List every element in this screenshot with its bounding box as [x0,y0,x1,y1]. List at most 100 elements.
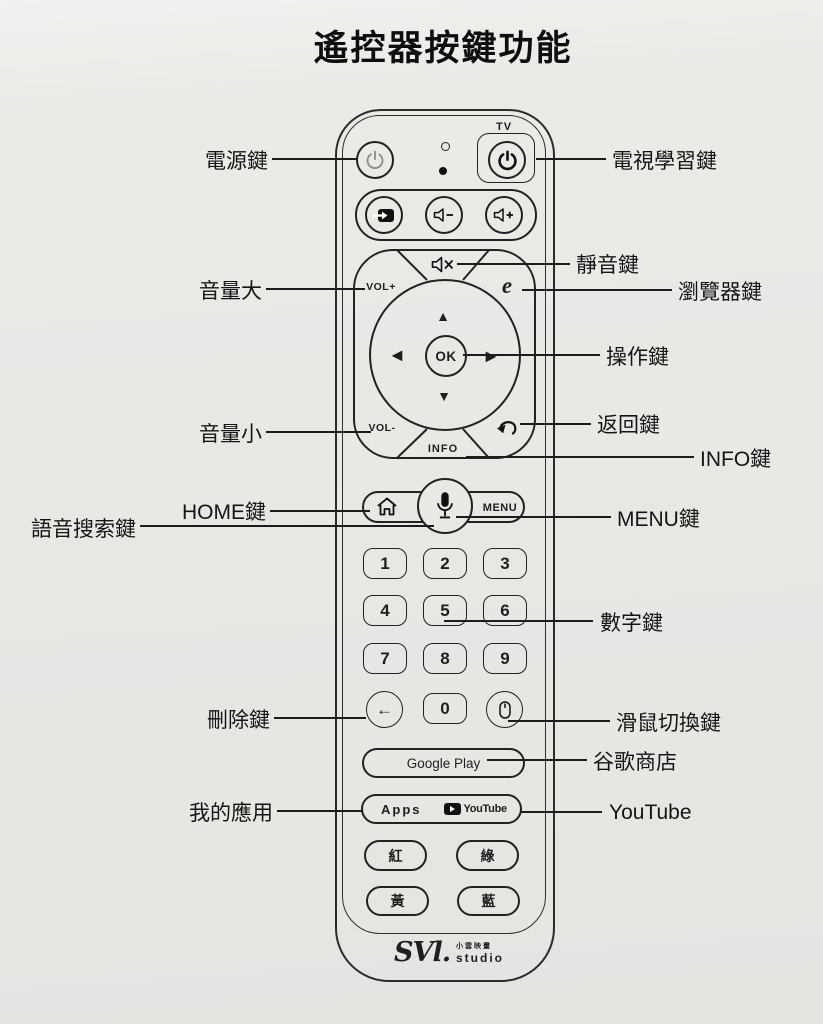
power-button [356,141,394,179]
leader-line-tv-learn [536,158,606,160]
mouse-icon [498,700,511,719]
vol-minus-label: VOL- [368,422,396,434]
digit-7-button: 7 [363,643,407,674]
leader-line-volume-down [266,431,371,433]
digit-4-label: 4 [380,600,390,620]
leader-line-google-store [487,759,587,761]
yellow-button: 黃 [366,886,429,916]
tv-power-button [488,141,526,179]
label-delete-key: 刪除鍵 [207,709,270,732]
dpad-right-arrow: ▶ [486,348,497,365]
google-play-button: Google Play [362,748,525,778]
digit-6-label: 6 [500,600,510,620]
blue-button-label: 藍 [481,893,496,909]
leader-line-back [520,423,591,425]
label-info-key: INFO鍵 [700,448,772,471]
label-volume-down: 音量小 [199,423,262,446]
digit-2-button: 2 [423,548,467,579]
green-button: 綠 [456,840,519,871]
leader-line-info [466,456,694,458]
brand-logo-mark: SVl. [394,937,451,968]
back-arrow-icon [497,421,517,435]
leader-line-delete [274,717,366,719]
source-button [365,196,403,234]
indicator-led-filled [439,167,447,175]
youtube-button: YouTube [443,803,508,815]
digit-3-button: 3 [483,548,527,579]
digit-9-label: 9 [500,648,510,668]
red-button-label: 紅 [388,847,403,864]
label-tv-learn-key: 電視學習鍵 [612,150,717,173]
speaker-minus-icon [433,208,453,222]
ok-label: OK [435,348,457,364]
leader-line-home [270,510,370,512]
leader-line-mute [457,263,570,265]
green-button-label: 綠 [480,847,495,864]
source-input-icon [373,208,394,222]
leader-line-volume-up [266,288,365,290]
info-button-label: INFO [427,443,459,455]
leader-line-browser [522,289,672,291]
label-voice-search-key: 語音搜索鍵 [31,518,136,541]
speaker-plus-icon [493,208,513,222]
digit-5-button: 5 [423,595,467,626]
google-play-label: Google Play [406,755,481,771]
youtube-wordmark: YouTube [463,803,508,815]
digit-8-label: 8 [440,648,450,668]
leader-line-voice-search [140,525,434,527]
label-google-store: 谷歌商店 [593,751,677,774]
digit-1-label: 1 [380,553,390,573]
digit-7-label: 7 [380,648,390,668]
home-button [376,496,398,517]
label-browser-key: 瀏覽器鍵 [678,281,762,304]
digit-8-button: 8 [423,643,467,674]
voice-search-button [417,478,473,534]
dpad-up-arrow: ▲ [436,308,450,324]
label-my-apps: 我的應用 [189,802,273,825]
brand-logo-cjk: 小雲映畫 [456,943,492,950]
tv-group-label: TV [493,121,516,133]
label-youtube: YouTube [609,801,692,824]
label-mouse-toggle-key: 滑鼠切換鍵 [616,712,721,735]
label-menu-key: MENU鍵 [617,508,700,531]
label-back-key: 返回鍵 [597,414,660,437]
leader-line-power [272,158,358,160]
apps-youtube-pill: Apps YouTube [361,794,522,824]
leader-line-mouse [508,720,610,722]
delete-button: ← [366,691,403,728]
source-volume-group [355,189,537,241]
label-power-key: 電源鍵 [205,150,268,173]
digit-0-button: 0 [423,693,467,724]
microphone-icon [437,492,453,519]
vol-plus-label: VOL+ [366,281,396,293]
back-button [496,419,519,436]
power-icon [366,150,384,169]
ok-button: OK [425,335,467,377]
tv-button-group [477,133,535,183]
leader-line-ok [463,354,600,356]
page-title: 遙控器按鍵功能 [313,29,573,68]
digit-9-button: 9 [483,643,527,674]
browser-button: e [502,274,512,297]
mouse-toggle-button [486,691,523,728]
volume-down-button [425,196,463,234]
dpad-down-arrow: ▼ [437,388,451,404]
tv-power-icon [497,149,517,170]
volume-up-button [485,196,523,234]
remote-face-panel [342,115,546,934]
digit-2-label: 2 [440,553,450,573]
leader-line-numbers [444,620,593,622]
label-number-keys: 數字鍵 [600,612,663,635]
dpad-left-arrow: ◀ [391,346,403,363]
remote-body-outline [335,109,555,982]
label-volume-up: 音量大 [199,280,262,303]
leader-line-my-apps [277,810,363,812]
digit-1-button: 1 [363,548,407,579]
digit-0-label: 0 [440,698,450,718]
mute-button [431,256,455,273]
red-button: 紅 [364,840,427,871]
digit-4-button: 4 [363,595,407,626]
home-icon [377,497,397,516]
leader-line-menu [456,516,611,518]
menu-button-label: MENU [482,502,518,514]
